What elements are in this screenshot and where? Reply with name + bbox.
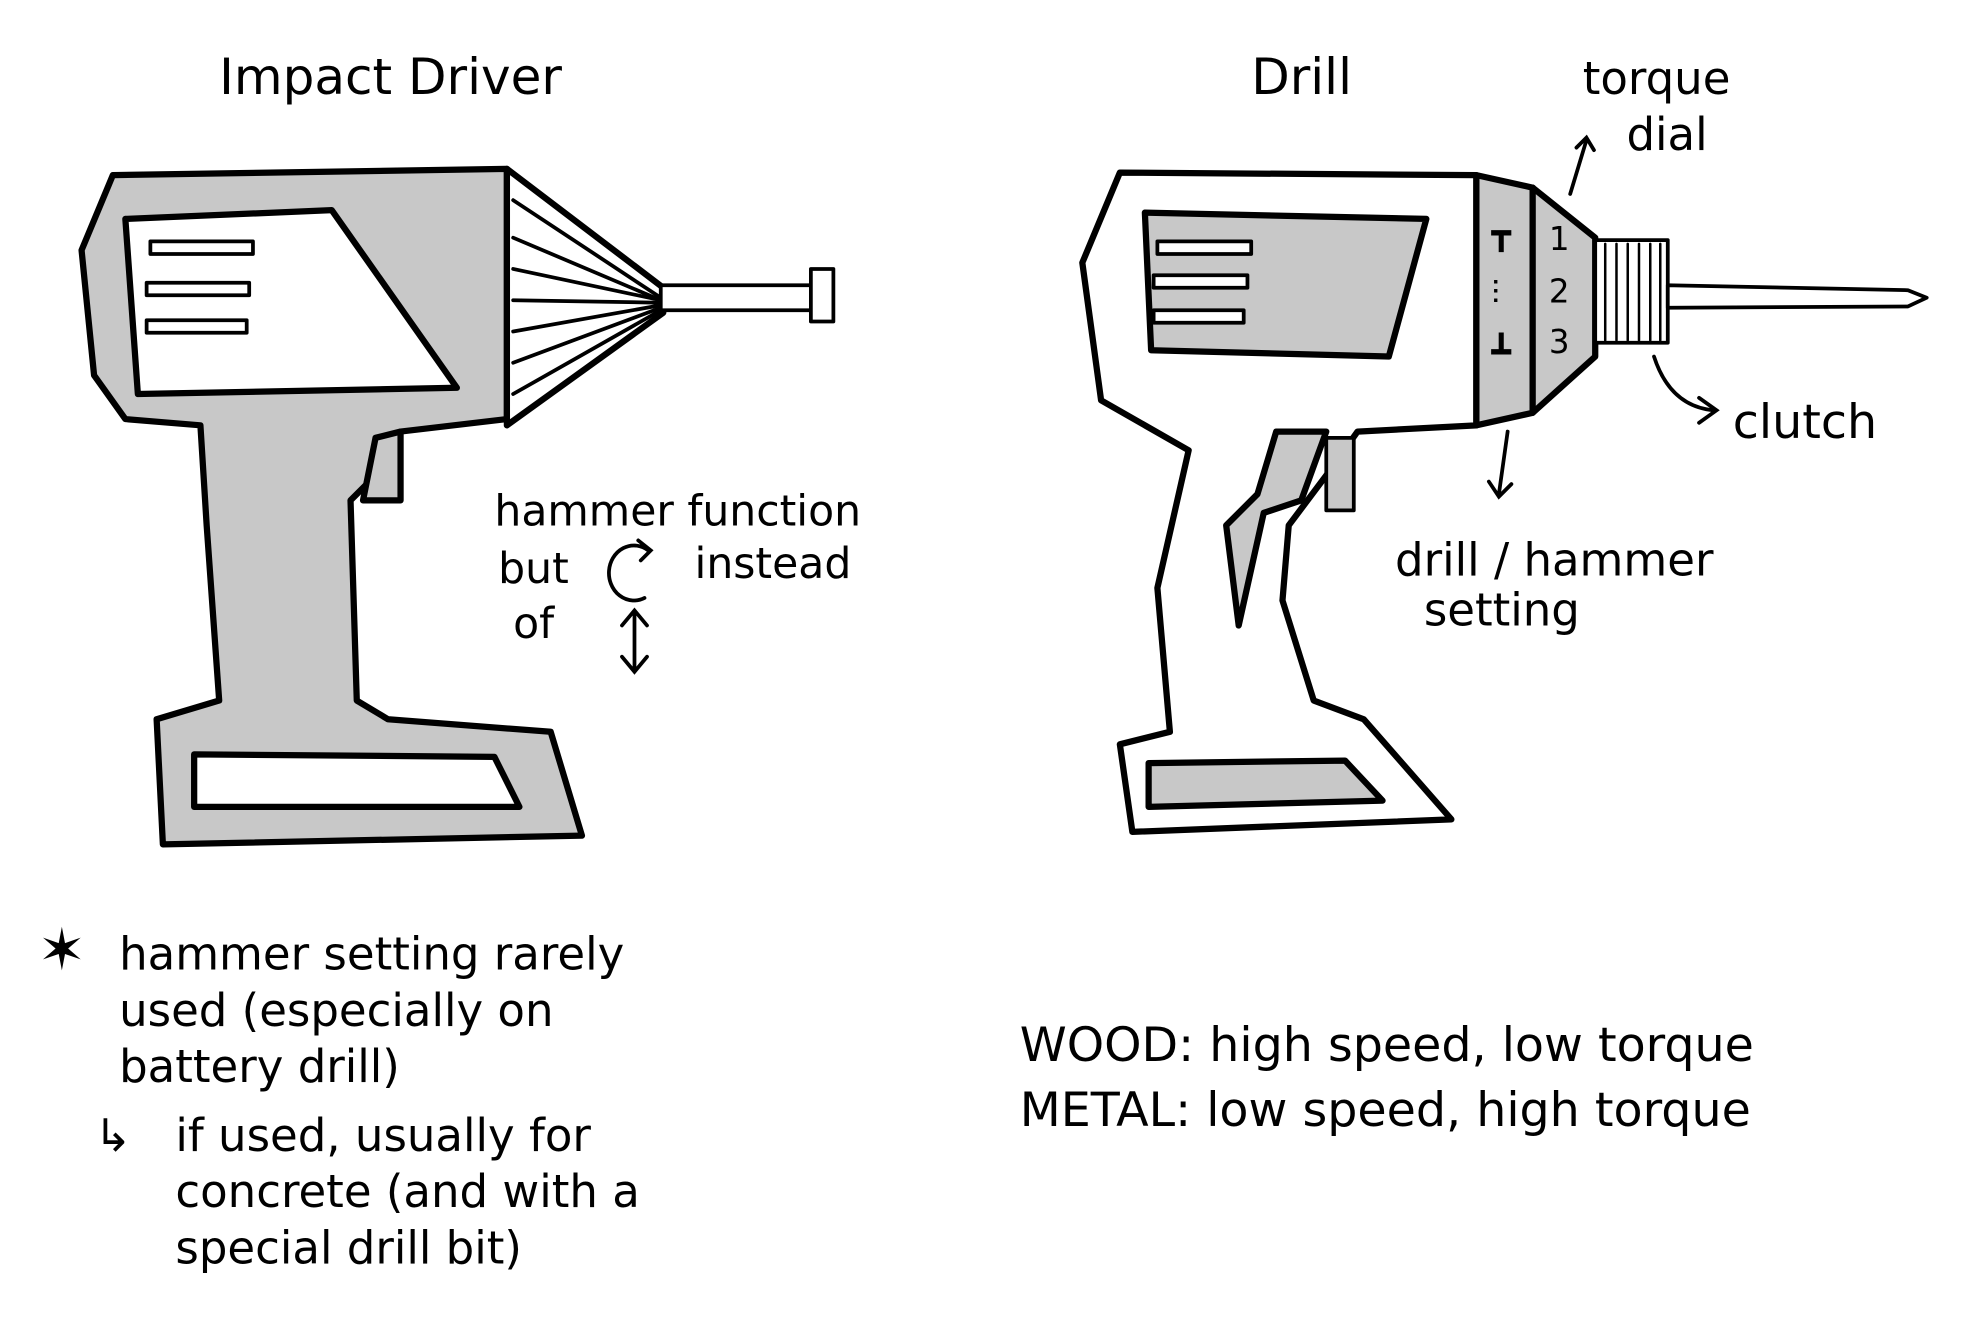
vent-slots <box>144 239 255 335</box>
svg-text:of: of <box>513 600 555 649</box>
svg-text:setting: setting <box>1424 583 1580 636</box>
up-down-arrow-icon <box>620 607 649 675</box>
clutch <box>1593 238 1670 345</box>
svg-text:if used, usually for: if used, usually for <box>175 1109 591 1162</box>
impact-driver-title: Impact Driver <box>219 48 562 106</box>
svg-text:hammer function: hammer function <box>494 487 861 536</box>
arrow-down-icon <box>1487 429 1514 500</box>
hammer-annotation: hammer function but instead of <box>494 487 861 675</box>
arrow-up-icon <box>1568 134 1596 196</box>
screw-mode-icon: ⫶ <box>1491 274 1499 312</box>
battery-window <box>191 751 523 810</box>
svg-text:torque: torque <box>1583 52 1731 105</box>
drill-setting-collar <box>1473 172 1536 429</box>
impact-driver-note: ✶ hammer setting rarely used (especially… <box>38 916 640 1274</box>
setting-icons: ┳ ⫶ ┻ <box>1490 214 1511 371</box>
dial-number: 1 <box>1549 220 1570 258</box>
drill-title: Drill <box>1251 48 1352 106</box>
dial-number: 3 <box>1549 323 1570 361</box>
trigger <box>1324 435 1356 513</box>
impact-driver-grip-edge <box>359 428 404 504</box>
return-arrow-icon: ↳ <box>94 1109 132 1162</box>
rotate-arrow-icon <box>607 538 654 603</box>
torque-dial <box>1529 184 1599 416</box>
impact-driver-nose <box>503 165 667 429</box>
impact-driver-drawing: Impact Driver hammer function but instea… <box>38 48 861 1275</box>
impact-driver-shaft <box>658 283 816 313</box>
hex-bit-holder <box>808 267 836 324</box>
battery-window <box>1145 757 1386 810</box>
svg-text:battery drill): battery drill) <box>119 1040 400 1093</box>
svg-text:but: but <box>498 545 569 594</box>
svg-text:instead: instead <box>695 540 852 589</box>
trigger-area <box>1223 428 1330 629</box>
svg-text:concrete (and with a: concrete (and with a <box>175 1165 639 1218</box>
svg-text:WOOD: high speed, low torque: WOOD: high speed, low torque <box>1020 1018 1754 1073</box>
dial-number: 2 <box>1549 273 1570 311</box>
arrow-right-icon <box>1652 354 1720 425</box>
svg-text:drill / hammer: drill / hammer <box>1395 533 1714 586</box>
hammer-mode-icon: ┻ <box>1490 332 1511 371</box>
nose-lines <box>511 198 663 396</box>
clutch-ridges <box>1603 242 1662 342</box>
svg-text:hammer setting rarely: hammer setting rarely <box>119 927 624 980</box>
svg-text:dial: dial <box>1626 108 1707 161</box>
drill-bit <box>1665 283 1929 310</box>
svg-text:METAL: low speed, high torqu: METAL: low speed, high torque <box>1020 1083 1751 1138</box>
vent-slots <box>1151 239 1254 325</box>
impact-driver-panel <box>122 207 460 398</box>
drill-labels: torque dial clutch drill / hammer settin… <box>1020 52 1877 1138</box>
star-icon: ✶ <box>38 916 86 983</box>
drill-drawing: Drill ┳ ⫶ ┻ 1 2 3 torque dial <box>1020 48 1929 1138</box>
svg-text:used (especially on: used (especially on <box>119 984 553 1037</box>
svg-text:special drill bit): special drill bit) <box>175 1221 522 1274</box>
svg-text:clutch: clutch <box>1733 395 1877 450</box>
drill-mode-icon: ┳ <box>1490 214 1511 253</box>
